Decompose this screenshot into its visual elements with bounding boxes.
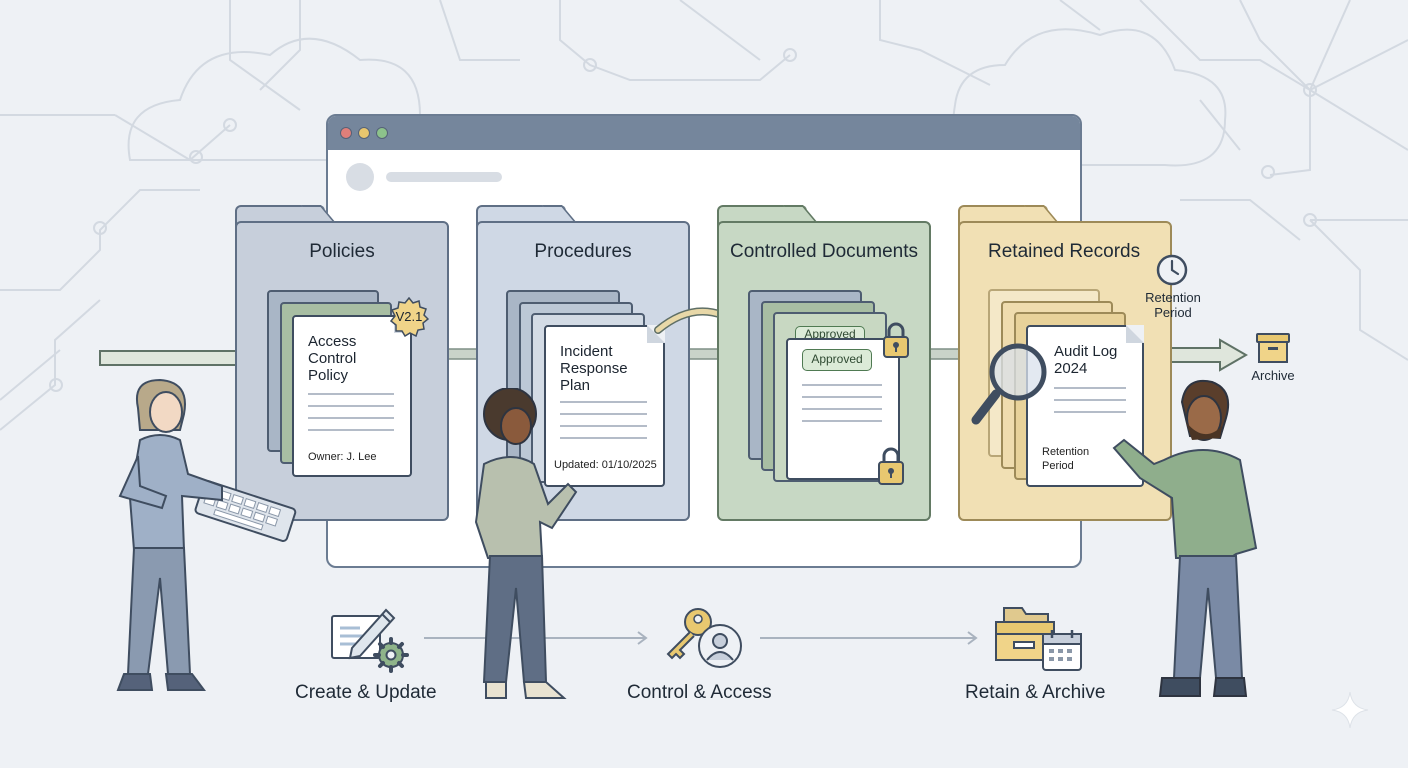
folder-title-retained: Retained Records	[988, 241, 1141, 262]
app-window	[326, 114, 1082, 568]
approved-badge-front: Approved	[802, 349, 872, 371]
folder-title-procedures: Procedures	[534, 241, 632, 262]
key-icon	[666, 608, 712, 660]
folder-title-controlled: Controlled Documents	[730, 241, 918, 262]
folder-controlled-documents[interactable]: Controlled Documents Approved Approved	[717, 205, 931, 521]
window-titlebar	[328, 116, 1080, 150]
stage-label-create-update: Create & Update	[295, 682, 437, 703]
folder-procedures[interactable]: Procedures Incident Response Plan Update…	[476, 205, 690, 521]
stage-label-retain-archive: Retain & Archive	[965, 682, 1106, 703]
person-pointing-illustration	[474, 388, 578, 699]
clock-icon	[1156, 254, 1188, 286]
close-window-button[interactable]	[340, 127, 352, 139]
address-bar-placeholder[interactable]	[386, 172, 502, 182]
stage-label-control-access: Control & Access	[627, 682, 772, 703]
calendar-icon	[1042, 630, 1082, 671]
version-seal-icon	[389, 297, 429, 337]
avatar-placeholder	[346, 163, 374, 191]
version-label: V2.1	[395, 309, 423, 324]
lock-icon	[883, 322, 909, 358]
document-owner: Owner: J. Lee	[308, 451, 377, 463]
magnifier-icon	[971, 343, 1047, 425]
document-updated-date: Updated: 01/10/2025	[554, 459, 657, 471]
document-title: Access Control Policy	[308, 333, 357, 384]
person-typing-illustration	[116, 378, 297, 691]
person-reviewing-illustration	[1112, 380, 1258, 697]
document-title: Incident Response Plan	[560, 343, 628, 394]
archive-box-icon[interactable]	[1255, 331, 1291, 365]
gear-icon	[373, 637, 409, 673]
document-title: Audit Log 2024	[1054, 343, 1118, 377]
archive-label: Archive	[1251, 368, 1295, 383]
sparkle-icon	[1331, 691, 1369, 729]
user-icon	[698, 624, 742, 668]
lock-icon-bottom	[878, 447, 904, 485]
minimize-window-button[interactable]	[358, 127, 370, 139]
document-access-control-policy[interactable]: Access Control Policy Owner: J. Lee	[292, 315, 412, 477]
document-incident-response-plan[interactable]: Incident Response Plan Updated: 01/10/20…	[544, 325, 665, 487]
folder-policies[interactable]: Policies Access Control Policy Owner: J.…	[235, 205, 449, 521]
retention-period-label: Retention Period	[1145, 290, 1201, 320]
folder-title-policies: Policies	[309, 241, 375, 262]
pencil-icon	[331, 608, 396, 660]
maximize-window-button[interactable]	[376, 127, 388, 139]
document-retention-period: Retention Period	[1042, 446, 1090, 472]
